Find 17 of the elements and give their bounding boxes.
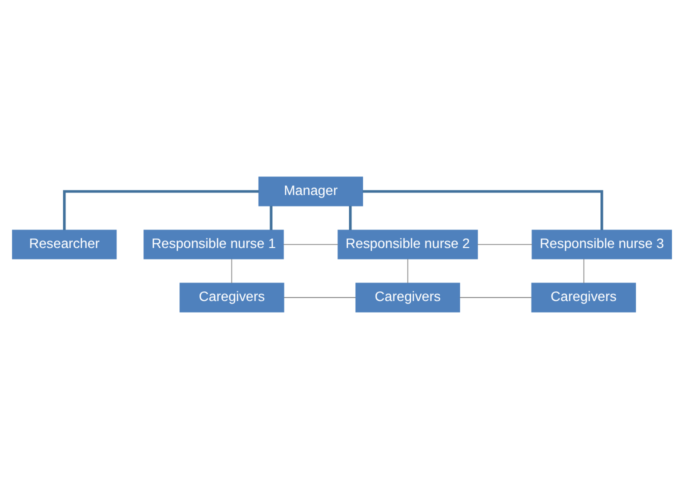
connector bbox=[407, 258, 408, 283]
connector bbox=[231, 258, 232, 283]
node-box: Caregivers bbox=[355, 282, 460, 312]
node-box: Manager bbox=[258, 176, 364, 206]
connector bbox=[270, 205, 272, 230]
node-box: Caregivers bbox=[531, 282, 636, 312]
connector bbox=[459, 296, 532, 298]
node-box: Caregivers bbox=[180, 282, 284, 312]
connector bbox=[63, 190, 259, 230]
node-box: Responsible nurse 2 bbox=[338, 229, 478, 259]
node-box: Responsible nurse 3 bbox=[532, 229, 672, 259]
connector bbox=[362, 190, 604, 230]
node-box: Responsible nurse 1 bbox=[144, 229, 284, 259]
node-box: Researcher bbox=[12, 229, 117, 259]
connector bbox=[583, 258, 584, 283]
connector bbox=[349, 205, 352, 230]
connector bbox=[284, 296, 356, 298]
